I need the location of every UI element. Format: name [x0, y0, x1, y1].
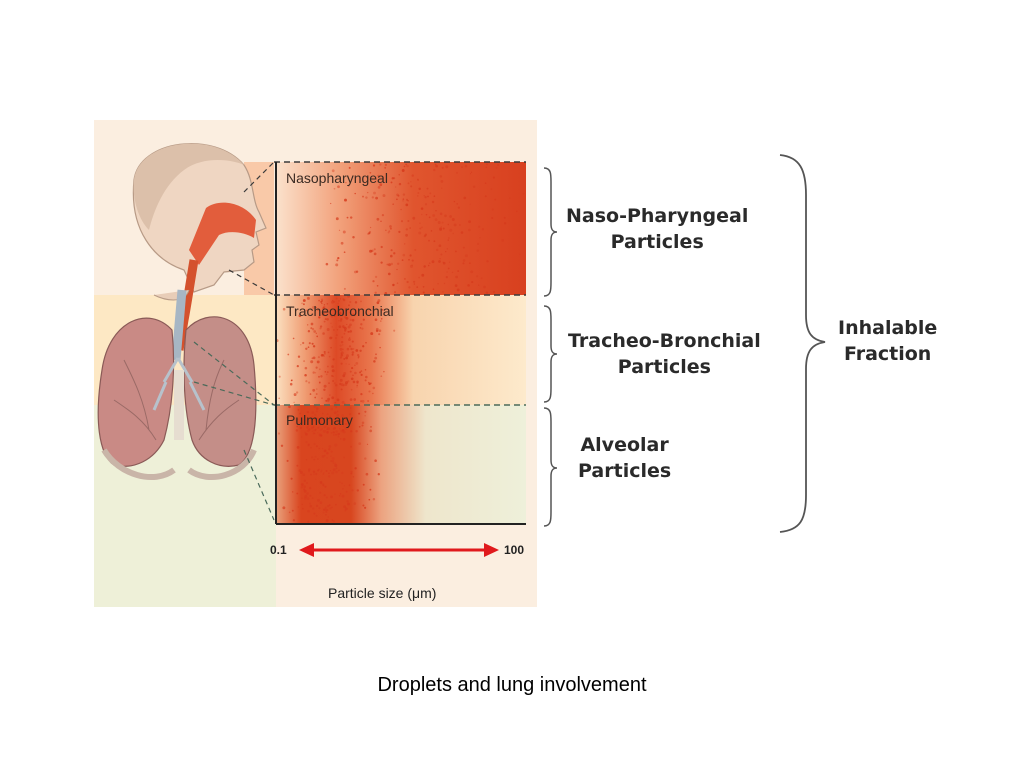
tracheo-leader — [193, 341, 275, 406]
naso-leader-top — [243, 161, 275, 193]
bracket-label-tracheo: Tracheo-Bronchial Particles — [568, 328, 761, 380]
particle-scatter — [275, 163, 525, 523]
bracket-label-naso: Naso-Pharyngeal Particles — [566, 203, 748, 255]
bracket-label-alveolar-line2: Particles — [578, 460, 672, 483]
human-head-illustration — [132, 143, 267, 351]
bracket-tracheo — [543, 305, 558, 403]
region-label-pulmonary: Pulmonary — [286, 412, 353, 428]
bracket-label-inhalable: Inhalable Fraction — [838, 315, 937, 367]
region-label-nasopharyngeal: Nasopharyngeal — [286, 170, 388, 186]
region-label-tracheobronchial: Tracheobronchial — [286, 303, 394, 319]
bracket-alveolar — [543, 407, 558, 527]
bracket-label-naso-line2: Particles — [610, 231, 704, 254]
pulmonary-band — [276, 405, 526, 523]
axis-title: Particle size (μm) — [328, 585, 437, 601]
bracket-naso — [543, 167, 558, 297]
tracheo-band — [276, 295, 526, 405]
axis-min-label: 0.1 — [270, 543, 287, 557]
bracket-inhalable — [779, 154, 826, 533]
bracket-label-alveolar-line1: Alveolar — [580, 434, 669, 456]
respiratory-figure: Nasopharyngeal Tracheobronchial Pulmonar… — [94, 120, 537, 607]
figure-drawing — [94, 143, 526, 607]
lungs-illustration — [97, 316, 257, 481]
bracket-label-naso-line1: Naso-Pharyngeal — [566, 205, 749, 227]
bracket-label-inhalable-line1: Inhalable — [838, 317, 938, 339]
size-range-arrow — [299, 543, 499, 557]
figure-caption: Droplets and lung involvement — [377, 674, 647, 696]
bracket-label-tracheo-line2: Particles — [617, 356, 711, 379]
pulm-leader-top — [193, 381, 275, 406]
bracket-label-alveolar: Alveolar Particles — [578, 432, 671, 484]
pulm-leader-bottom — [243, 449, 275, 521]
bracket-label-inhalable-line2: Fraction — [843, 343, 932, 366]
trachea-illustration — [171, 289, 187, 361]
axis-max-label: 100 — [504, 543, 525, 557]
bracket-label-tracheo-line1: Tracheo-Bronchial — [568, 330, 761, 352]
